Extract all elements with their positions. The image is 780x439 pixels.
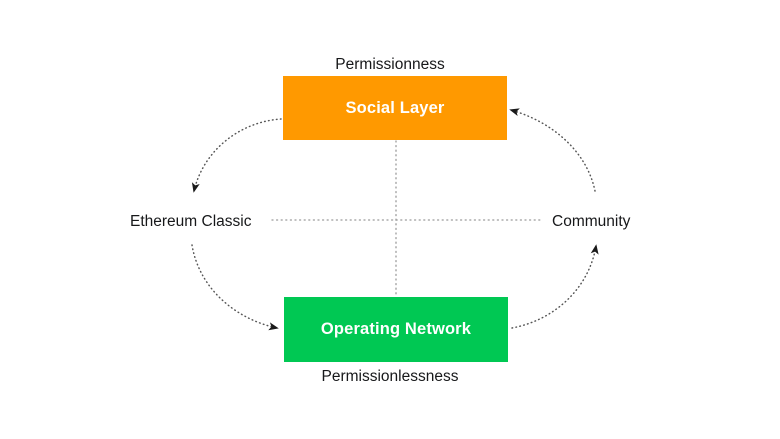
- connector-ethereum-classic-to-operating-network: [191, 244, 279, 331]
- caption-permissionness: Permissionness: [335, 56, 445, 73]
- caption-permissionlessness: Permissionlessness: [321, 368, 459, 385]
- connector-social-layer-to-ethereum-classic: [191, 118, 282, 193]
- node-social-layer-label: Social Layer: [345, 98, 445, 117]
- connector-community-to-social-layer: [509, 108, 596, 192]
- label-ethereum-classic: Ethereum Classic: [130, 213, 252, 230]
- node-social-layer[interactable]: Social Layer: [283, 76, 507, 140]
- connector-operating-network-to-community: [511, 244, 599, 329]
- node-operating-network-label: Operating Network: [320, 320, 472, 339]
- label-community: Community: [552, 213, 631, 230]
- node-operating-network[interactable]: Operating Network: [284, 297, 508, 362]
